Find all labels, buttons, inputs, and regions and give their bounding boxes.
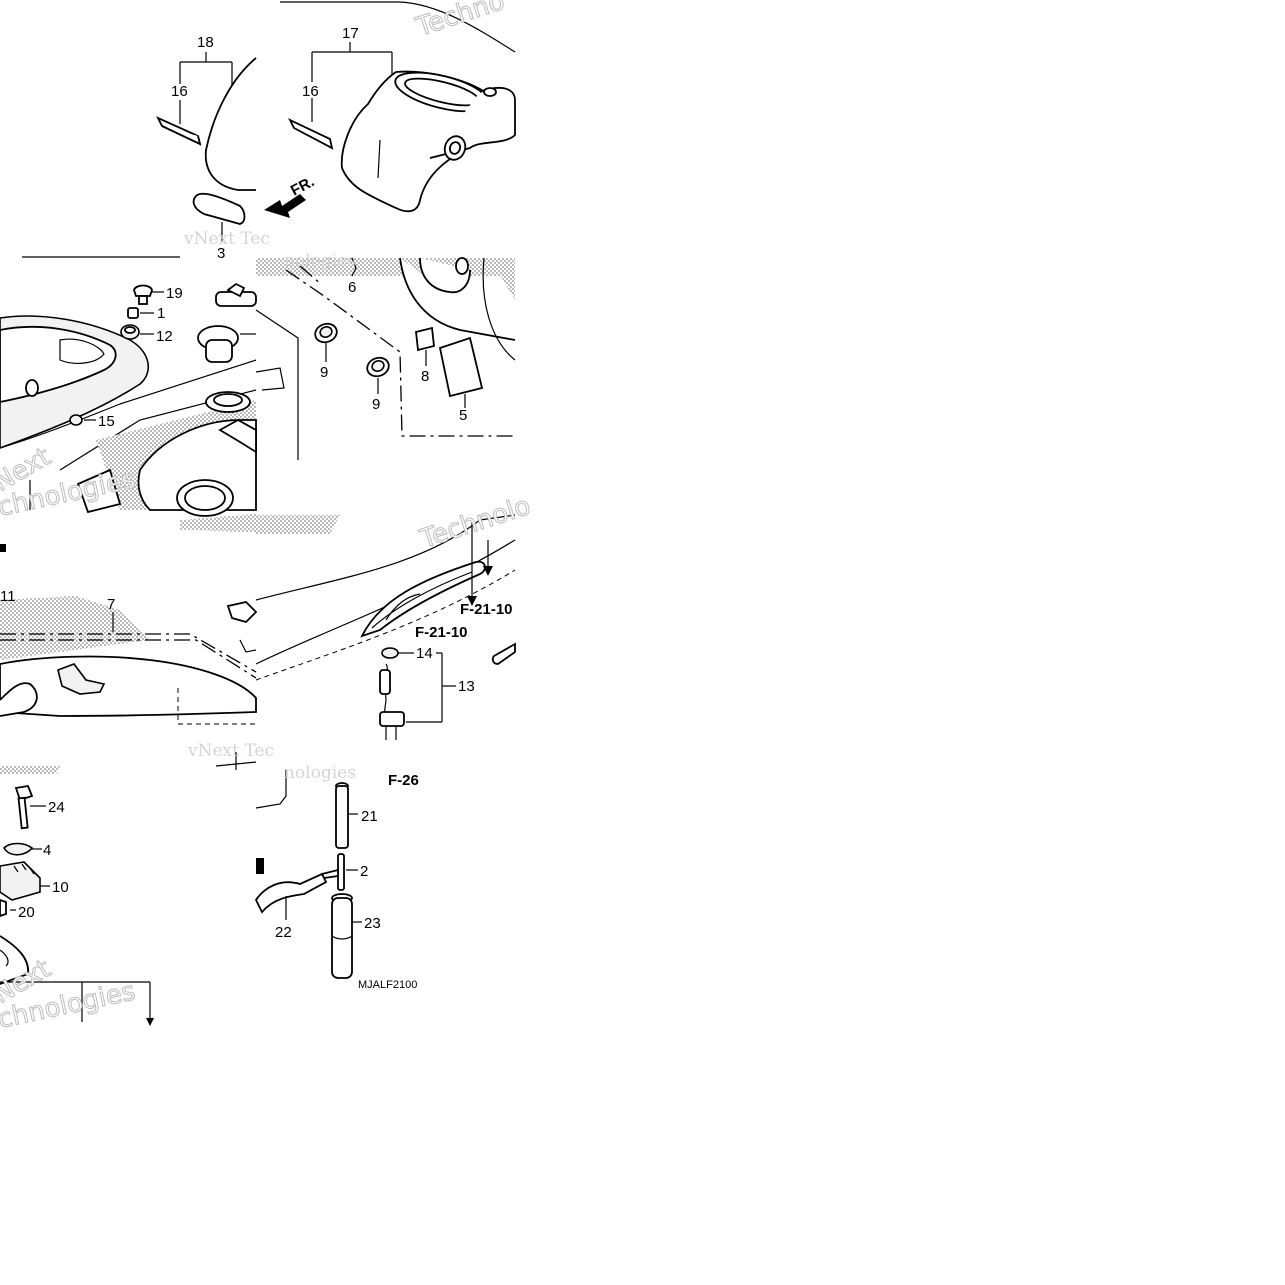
part-number-label: 17 — [342, 25, 359, 42]
part-number-label: 20 — [18, 904, 35, 921]
bolt-24 — [14, 784, 46, 830]
tile-fuel-hoses — [254, 770, 362, 979]
part-number-label: 18 — [197, 34, 214, 51]
trim-3 — [192, 192, 246, 225]
grommet-12 — [120, 324, 154, 340]
front-arrow-label: FR. — [288, 173, 317, 199]
collar-9a — [314, 322, 338, 362]
hose-21 — [335, 782, 358, 849]
part-number-label: 24 — [48, 799, 65, 816]
watermark-text: vNext Tec — [187, 741, 274, 761]
reference-label: F-21-10 — [415, 624, 468, 641]
part-number-label: 3 — [217, 245, 225, 262]
part-number-label: 13 — [458, 678, 475, 695]
label-8 — [415, 326, 435, 366]
part-number-label: 10 — [52, 879, 69, 896]
part-number-label: 6 — [348, 279, 356, 296]
bolt-19 — [133, 284, 164, 305]
part-number-label: 1 — [157, 305, 165, 322]
tile-mounting — [0, 766, 154, 1026]
label-5 — [438, 336, 484, 408]
visor-strip-16b — [288, 118, 334, 150]
part-number-labels: 18 16 17 16 3 6 19 1 12 9 9 8 5 15 11 7 … — [0, 25, 475, 941]
part-number-label: 8 — [421, 368, 429, 385]
tile-fuel-tank — [0, 282, 299, 517]
tile-frame-cover — [0, 514, 258, 770]
emblem-shadow — [360, 560, 486, 638]
collar-1 — [127, 307, 154, 319]
part-number-label: 23 — [364, 915, 381, 932]
ignition-switch — [197, 282, 257, 454]
reference-label: F-26 — [388, 772, 419, 789]
joint-2 — [320, 853, 358, 891]
diagram-code: MJALF2100 — [358, 979, 417, 991]
tile-front-fender — [22, 52, 257, 258]
part-number-label: 16 — [171, 83, 188, 100]
part-number-label: 19 — [166, 285, 183, 302]
part-number-label: 9 — [320, 364, 328, 381]
tile-side-cover — [256, 257, 516, 437]
watermark-text: nologies — [284, 763, 356, 783]
part-number-label: 16 — [302, 83, 319, 100]
part-number-label: 4 — [43, 842, 51, 859]
part-number-label: 11 — [0, 588, 16, 605]
watermark-text: vNext Tec — [183, 229, 270, 249]
part-number-label: 12 — [156, 328, 173, 345]
grommet-15 — [69, 414, 96, 426]
front-direction-arrow: FR. — [264, 173, 317, 218]
collar-9b — [366, 356, 390, 394]
hose-22 — [254, 872, 328, 920]
washer-4 — [2, 842, 42, 856]
part-number-label: 15 — [98, 413, 115, 430]
collar-20 — [0, 899, 16, 917]
hose-23 — [331, 893, 362, 979]
part-number-label: 5 — [459, 407, 467, 424]
watermark-text: nologies — [284, 251, 356, 271]
reference-label: F-21-10 — [460, 601, 513, 618]
part-number-label: 14 — [416, 645, 433, 662]
washer-14 — [381, 647, 414, 659]
part-number-label: 21 — [361, 808, 378, 825]
tile-headlight-cover: FR. — [264, 1, 516, 218]
part-number-label: 7 — [107, 596, 115, 613]
reflector-13 — [379, 652, 456, 740]
part-number-label: 22 — [275, 924, 292, 941]
part-number-label: 9 — [372, 396, 380, 413]
rubber-10 — [0, 861, 50, 901]
part-number-label: 2 — [360, 863, 368, 880]
reference-labels: F-21-10 F-21-10 F-26 — [388, 601, 513, 789]
front-fender-18 — [204, 57, 257, 191]
watermark-text: Technolo — [416, 491, 534, 555]
tile-rear-fender — [255, 514, 516, 740]
